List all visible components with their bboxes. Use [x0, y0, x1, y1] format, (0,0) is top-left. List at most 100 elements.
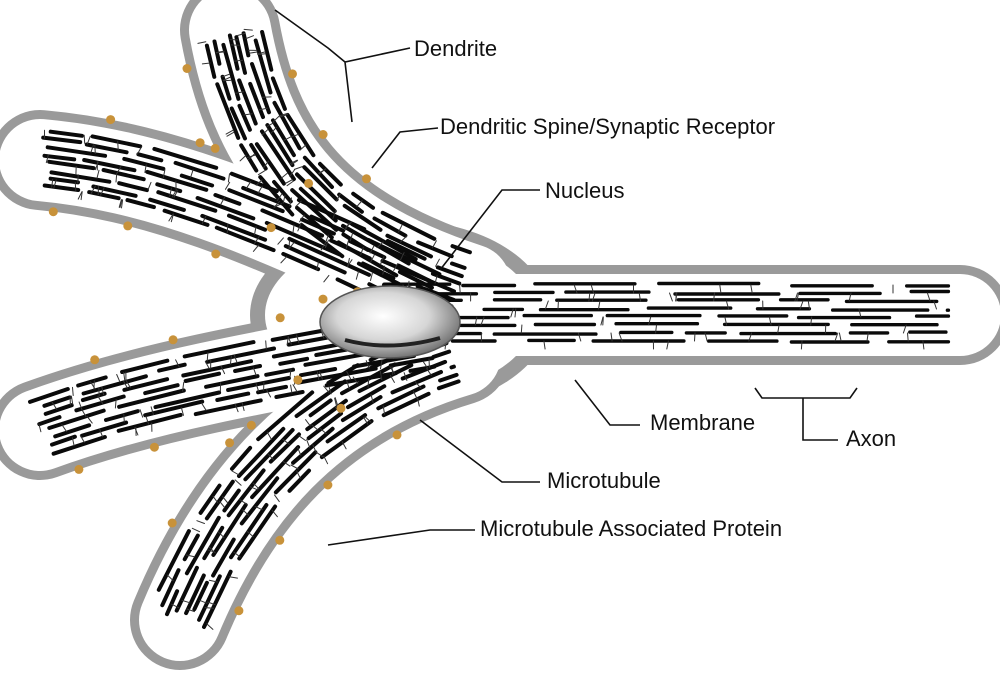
- protein-link: [480, 316, 485, 326]
- protein-link: [346, 371, 351, 380]
- protein-link: [704, 332, 708, 342]
- protein-link: [800, 340, 803, 350]
- microtubule-segment: [260, 129, 296, 182]
- protein-link: [474, 316, 478, 326]
- microtubule-segment: [153, 390, 222, 410]
- protein-link: [267, 453, 275, 461]
- receptor-dot: [182, 64, 192, 73]
- protein-link: [295, 200, 302, 208]
- protein-link: [254, 226, 257, 236]
- protein-link: [99, 428, 103, 438]
- microtubule-segment: [125, 198, 156, 210]
- microtubule-segment: [165, 589, 180, 617]
- protein-link: [510, 308, 514, 318]
- protein-link: [324, 239, 329, 248]
- microtubule-segment: [295, 172, 337, 214]
- microtubule-segment: [281, 251, 321, 272]
- microtubule-segment: [416, 240, 454, 259]
- protein-link: [768, 316, 772, 326]
- microtubule-segment: [205, 346, 276, 364]
- protein-link: [299, 144, 307, 151]
- protein-link: [638, 292, 641, 302]
- protein-link: [724, 316, 728, 326]
- microtubule-segment: [136, 152, 164, 163]
- microtubule-segment: [156, 190, 218, 213]
- protein-link: [922, 340, 925, 350]
- protein-link: [296, 334, 300, 344]
- protein-link: [166, 574, 174, 582]
- protein-link: [370, 394, 374, 403]
- protein-link: [602, 316, 604, 326]
- protein-link: [90, 185, 96, 194]
- protein-link: [204, 607, 214, 609]
- protein-link: [261, 128, 269, 136]
- leader-dendrite: [274, 9, 411, 123]
- protein-link: [252, 482, 260, 490]
- label-dendritic-spine: Dendritic Spine/Synaptic Receptor: [440, 114, 776, 139]
- leader-nucleus: [439, 189, 540, 271]
- protein-link: [236, 32, 246, 37]
- microtubule-segment: [309, 214, 346, 233]
- protein-link: [86, 415, 93, 424]
- protein-link: [169, 187, 172, 197]
- protein-link: [201, 215, 207, 224]
- protein-link: [206, 623, 214, 630]
- microtubule-segment: [319, 419, 374, 460]
- protein-link: [289, 159, 298, 165]
- protein-link: [121, 199, 124, 209]
- microtubule-segment: [273, 450, 318, 495]
- protein-link: [266, 122, 275, 128]
- protein-link: [305, 419, 311, 427]
- protein-link: [97, 395, 104, 404]
- protein-link: [283, 136, 292, 141]
- microtubule-segment: [296, 198, 367, 232]
- protein-link: [347, 257, 350, 267]
- protein-link: [600, 316, 604, 326]
- protein-link: [196, 520, 205, 524]
- microtubule-segment: [28, 387, 70, 404]
- protein-link: [719, 284, 722, 294]
- microtubule-segment: [234, 35, 247, 75]
- microtubule-segment: [381, 391, 431, 418]
- protein-link: [306, 439, 311, 448]
- protein-link: [328, 385, 332, 395]
- protein-link: [648, 316, 652, 326]
- microtubule-segment: [120, 358, 170, 374]
- microtubule-segment: [438, 372, 459, 383]
- microtubule-segment: [42, 183, 81, 192]
- protein-link: [400, 252, 405, 261]
- protein-link: [71, 437, 75, 447]
- protein-link: [320, 242, 326, 251]
- protein-link: [282, 461, 291, 467]
- protein-link: [77, 191, 83, 200]
- receptor-dot: [293, 375, 303, 385]
- protein-link: [799, 300, 804, 310]
- microtubule-segment: [340, 395, 383, 423]
- protein-link: [278, 113, 288, 117]
- protein-link: [398, 224, 403, 233]
- protein-link: [150, 406, 154, 415]
- microtubule-segment: [285, 113, 316, 158]
- receptor-dot: [195, 138, 205, 148]
- protein-link: [257, 51, 266, 55]
- microtubule-segment: [226, 468, 266, 518]
- protein-link: [222, 496, 229, 504]
- protein-link: [265, 340, 267, 350]
- protein-link: [197, 41, 207, 44]
- protein-link: [114, 399, 117, 409]
- protein-link: [233, 354, 238, 364]
- protein-link: [215, 51, 225, 54]
- microtubule-segment: [117, 181, 149, 193]
- protein-link: [86, 135, 91, 145]
- protein-link: [432, 240, 437, 249]
- protein-link: [794, 292, 798, 302]
- protein-link: [243, 28, 253, 31]
- protein-link: [323, 385, 330, 393]
- protein-link: [290, 464, 299, 470]
- leader-map: [327, 529, 475, 546]
- microtubule-segment: [160, 568, 181, 608]
- microtubule-segment: [80, 420, 129, 438]
- microtubule-segment: [122, 156, 166, 171]
- protein-link: [290, 160, 299, 166]
- protein-link: [79, 434, 85, 443]
